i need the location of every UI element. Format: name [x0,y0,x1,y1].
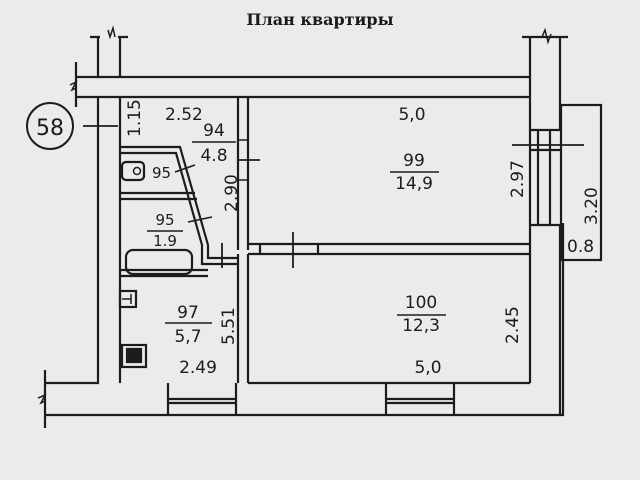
stove-icon [120,343,148,369]
apartment-number: 58 [36,116,64,141]
room-large-width: 5,0 [398,105,425,125]
sink-icon [118,289,138,309]
room-small-length: 2.45 [503,306,523,344]
outer-walls [37,25,568,428]
corridor-depth: 2.90 [222,174,242,212]
fixtures [118,160,194,369]
corridor-area: 4.8 [200,146,227,166]
balcony-width: 0.8 [567,237,594,257]
toilet-icon [120,160,146,182]
corridor-number: 94 [203,121,225,141]
corridor-width: 2.52 [165,105,203,125]
fraction-lines [147,141,446,324]
toilet-number: 95 [152,164,171,182]
kitchen-width: 2.49 [179,358,217,378]
room-small-number: 100 [405,293,437,313]
room-small-area: 12,3 [402,316,440,336]
corridor-length: 1.15 [125,99,145,137]
balcony-length: 3.20 [582,187,602,225]
room-large-area: 14,9 [395,174,433,194]
balcony [512,103,603,262]
kitchen-number: 97 [177,303,199,323]
page-title: План квартиры [246,10,394,29]
bathtub-icon [124,248,194,276]
room-small-width: 5,0 [414,358,441,378]
apartment-badge: 58 [26,102,118,150]
kitchen-area: 5,7 [174,327,201,347]
bathroom-area: 1.9 [153,232,177,250]
kitchen-length: 5.51 [219,307,239,345]
room-large-number: 99 [403,151,425,171]
room-large-length: 2.97 [508,160,528,198]
windows [166,383,456,415]
bathroom-number: 95 [155,211,174,229]
partitions [120,97,530,383]
